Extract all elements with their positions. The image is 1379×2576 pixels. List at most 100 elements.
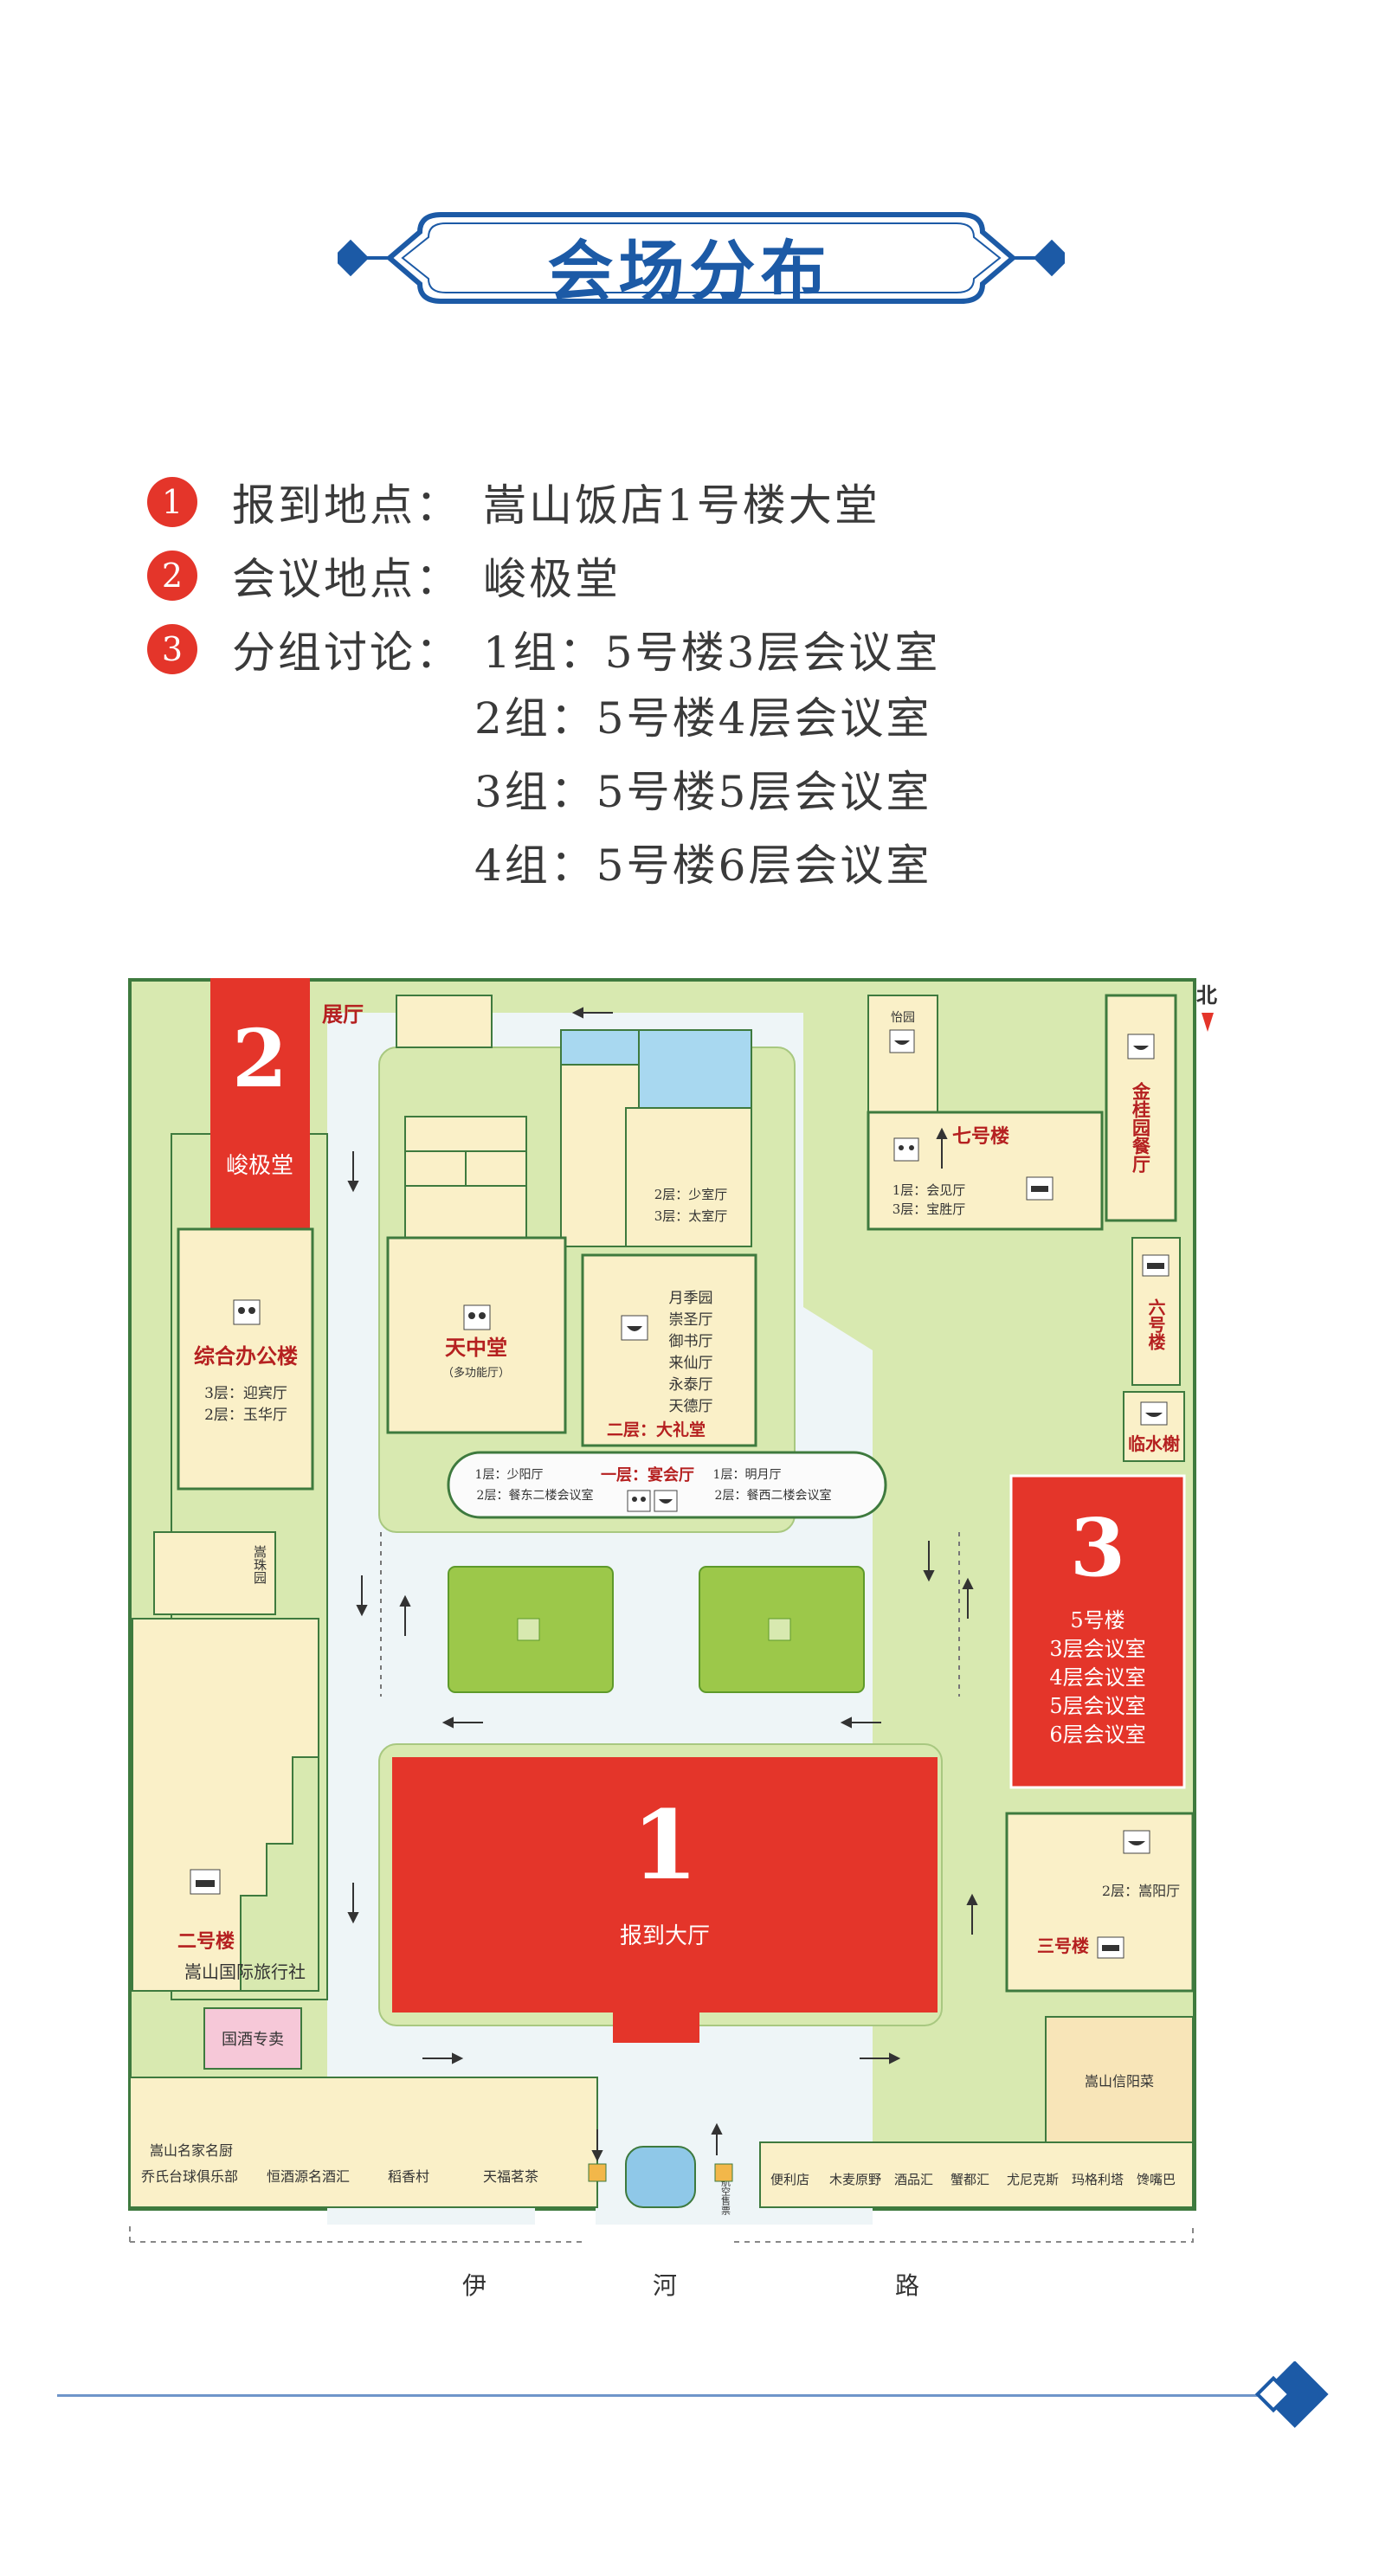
info-meeting: 2 会议地点： 峻极堂 (147, 545, 621, 606)
bottom-divider (57, 2394, 1269, 2397)
building-3-sub: 2层：嵩阳厅 (1102, 1883, 1180, 1899)
dining-icon (889, 1029, 915, 1053)
jingui-label: 金桂园餐厅 (1131, 1081, 1152, 1174)
songzhuyuan-label: 嵩珠园 (252, 1545, 267, 1584)
shop-right-3: 蟹都汇 (950, 2172, 989, 2187)
linshuixie-label: 临水榭 (1128, 1433, 1180, 1454)
main-gate (625, 2146, 696, 2208)
building-3 (1005, 1812, 1195, 1993)
left-room-1: 1层：少阳厅 (475, 1468, 544, 1482)
building-2-name: 二号楼 (177, 1930, 235, 1953)
page-title: 会场分布 (547, 233, 832, 310)
building-7-room-3: 3层：宝胜厅 (892, 1201, 966, 1217)
zone-3-number: 3 (1070, 1501, 1125, 1594)
meeting-icon (463, 1304, 491, 1330)
shop-left-4: 天福茗茶 (483, 2168, 538, 2185)
hall-5: 天德厅 (669, 1398, 713, 1415)
tianzhong-hall (386, 1236, 567, 1434)
zone-3-line-4: 6层会议室 (1049, 1723, 1145, 1747)
shop-right-4: 尤尼克斯 (1007, 2172, 1059, 2187)
number-badge: 3 (147, 624, 197, 674)
meeting-icon (233, 1299, 261, 1325)
yiyuan-label: 怡园 (891, 1011, 915, 1025)
shop-right-1: 木麦原野 (829, 2172, 881, 2187)
shops-right (759, 2141, 1194, 2208)
east-room-2: 2层：少室厅 (654, 1187, 728, 1202)
dining-icon (1140, 1401, 1168, 1426)
tianzhong-name: 天中堂 (445, 1335, 507, 1360)
east-room-3: 3层：太室厅 (654, 1208, 728, 1224)
zone-3-line-1: 3层会议室 (1049, 1637, 1145, 1661)
hall-3: 来仙厅 (669, 1355, 713, 1372)
zone-3-building-5 (1009, 1474, 1186, 1789)
zone-3-line-0: 5号楼 (1070, 1608, 1124, 1633)
shop-right-6: 馋嘴巴 (1137, 2172, 1176, 2187)
info-discussion: 3 分组讨论： 1组：5号楼3层会议室 (147, 619, 940, 679)
zone-3-line-2: 4层会议室 (1049, 1665, 1145, 1690)
dining-icon (1127, 1034, 1155, 1059)
number-badge: 1 (147, 477, 197, 527)
building-7 (867, 1111, 1104, 1231)
info-label: 会议地点： (232, 554, 461, 604)
zone-1-registration-hall (392, 1757, 938, 2043)
shop-left-0: 嵩山名家名厨 (150, 2142, 233, 2159)
grand-hall (581, 1253, 757, 1447)
exhibition-label: 展厅 (322, 1001, 364, 1027)
building-2-sub: 嵩山国际旅行社 (184, 1961, 306, 1982)
title-banner (338, 212, 1065, 304)
shop-left-1: 乔氏台球俱乐部 (141, 2168, 238, 2185)
office-name: 综合办公楼 (194, 1343, 298, 1368)
meeting-icon (893, 1137, 919, 1162)
road-char-0: 伊 (462, 2271, 487, 2300)
right-room-2: 2层：餐西二楼会议室 (715, 1488, 832, 1503)
bed-icon (1142, 1254, 1170, 1277)
corner-diamond-icon (1254, 2361, 1329, 2428)
shop-left-3: 稻香村 (388, 2168, 429, 2185)
guojiu-label: 国酒专卖 (222, 2031, 284, 2049)
road-char-2: 路 (895, 2271, 919, 2300)
dining-icon (621, 1315, 648, 1341)
guojiu-shop (203, 2007, 302, 2070)
hall-2: 御书厅 (669, 1333, 713, 1350)
shops-left (129, 2077, 598, 2208)
zone-2-label: 峻极堂 (226, 1153, 293, 1179)
group-3: 3组：5号楼5层会议室 (474, 767, 932, 817)
info-value: 嵩山饭店1号楼大堂 (483, 480, 880, 531)
dali-label: 二层：大礼堂 (607, 1420, 706, 1439)
number-badge: 2 (147, 551, 197, 601)
hall-4: 永泰厅 (669, 1376, 713, 1394)
left-room-2: 2层：餐东二楼会议室 (477, 1488, 594, 1503)
venue-map: 2 峻极堂 展厅 综合办公楼 3层：迎宾厅 2层：玉华厅 嵩珠园 二号楼 嵩山国… (128, 978, 1217, 2300)
traffic-arrows (347, 1007, 978, 2162)
shop-right-0: 便利店 (770, 2172, 809, 2187)
bed-icon (190, 1869, 221, 1895)
banquet-hall (447, 1451, 887, 1519)
group-2: 2组：5号楼4层会议室 (474, 693, 932, 744)
zone-2-junjitang (210, 978, 310, 1229)
office-floor-2: 2层：玉华厅 (204, 1407, 287, 1424)
north-label: 北 (1196, 982, 1217, 1008)
north-arrow-icon (1202, 1013, 1214, 1032)
info-label: 报到地点： (232, 480, 461, 531)
bed-icon (1097, 1936, 1124, 1959)
office-building (177, 1227, 314, 1491)
right-room-1: 1层：明月厅 (713, 1468, 782, 1482)
tianzhong-sub: （多功能厅） (442, 1366, 510, 1380)
yanhui-label: 一层：宴会厅 (601, 1465, 694, 1484)
office-floor-3: 3层：迎宾厅 (204, 1385, 287, 1402)
jingui-restaurant (1105, 994, 1177, 1222)
info-label: 分组讨论： (232, 628, 461, 678)
building-6-label: 六号楼 (1145, 1298, 1166, 1351)
zone-1-number: 1 (632, 1789, 699, 1901)
shop-right-2: 酒品汇 (894, 2172, 933, 2187)
info-value: 1组：5号楼3层会议室 (483, 628, 941, 678)
zone-3-line-3: 5层会议室 (1049, 1694, 1145, 1718)
hall-0: 月季园 (669, 1290, 713, 1307)
meeting-icon (627, 1490, 651, 1512)
dining-icon (654, 1490, 678, 1512)
xinyang-restaurant (1045, 2016, 1194, 2143)
hall-1: 崇圣厅 (669, 1311, 713, 1329)
zone-1-label: 报到大厅 (620, 1923, 710, 1949)
building-7-name: 七号楼 (952, 1125, 1009, 1148)
xinyang-label: 嵩山信阳菜 (1085, 2073, 1154, 2090)
